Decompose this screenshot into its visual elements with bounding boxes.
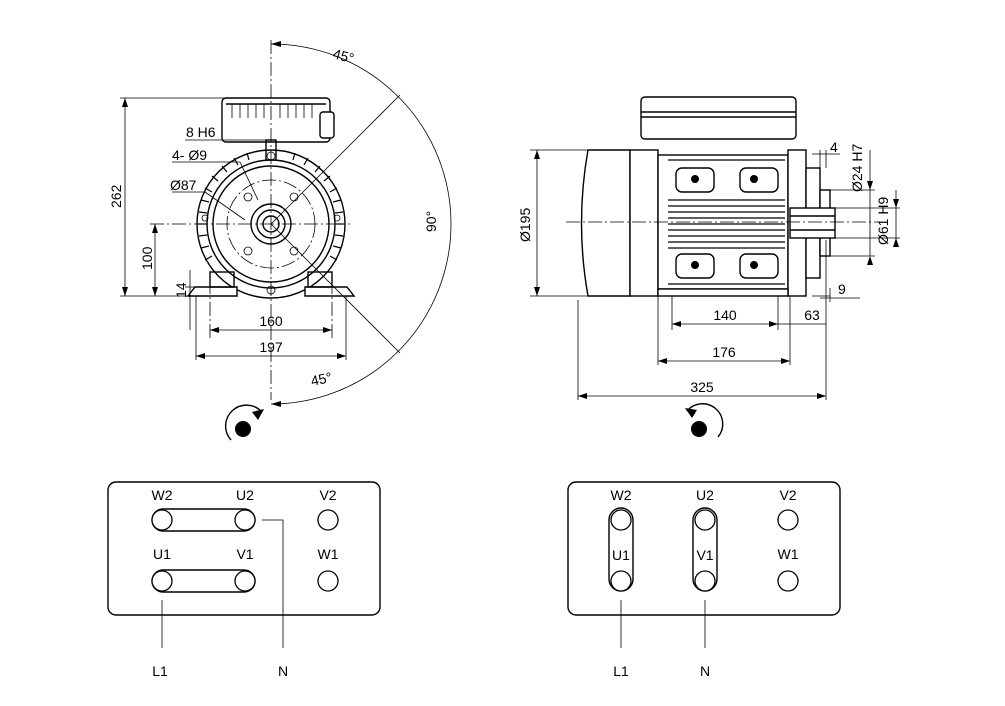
dim-height-total: 262 <box>108 184 124 208</box>
side-fins <box>668 159 785 285</box>
angle-arc <box>270 43 452 405</box>
angle-top: 45° <box>331 45 356 66</box>
label-n-right: N <box>700 663 710 679</box>
label-u2-right: U2 <box>696 487 714 503</box>
dim-foot: 14 <box>173 282 189 298</box>
label-w2-right: W2 <box>611 487 632 503</box>
foot-left <box>186 286 238 297</box>
dim-flange: Ø61 H9 <box>875 197 891 245</box>
terminal-board-right: W2 U2 V2 U1 V1 W1 L1 N <box>567 481 841 679</box>
label-w2: W2 <box>152 487 173 503</box>
label-v2: V2 <box>319 487 336 503</box>
label-l1: L1 <box>152 663 168 679</box>
rotation-ccw-icon <box>685 403 724 438</box>
side-view: Ø195 Ø24 H7 Ø61 H9 4 9 140 63 176 325 <box>517 96 900 400</box>
rotation-cw-icon <box>224 404 264 441</box>
label-v1-right: V1 <box>696 547 713 563</box>
label-n: N <box>278 663 288 679</box>
label-l1-right: L1 <box>613 663 629 679</box>
label-u1-right: U1 <box>612 547 630 563</box>
foot-side <box>657 288 789 297</box>
dim-diameter: Ø195 <box>517 208 533 242</box>
label-v2-right: V2 <box>779 487 796 503</box>
dim-176: 176 <box>712 344 736 360</box>
front-view: 262 100 14 8 H6 4- Ø9 Ø87 160 197 45° 90… <box>108 40 452 407</box>
terminal-box-side <box>640 96 797 140</box>
foot-right <box>304 286 356 297</box>
dim-9: 9 <box>838 281 846 297</box>
dim-spigot: Ø24 H7 <box>849 144 865 192</box>
label-v1: V1 <box>236 546 253 562</box>
dim-shaft-height: 100 <box>139 246 155 270</box>
angle-bottom: 45° <box>309 369 333 389</box>
dim-pcd: Ø87 <box>170 177 197 193</box>
dim-foot-width: 197 <box>259 339 283 355</box>
dim-foot-holes: 160 <box>259 313 283 329</box>
angle-right: 90° <box>423 211 439 232</box>
dim-63: 63 <box>804 307 820 323</box>
label-u1: U1 <box>153 546 171 562</box>
dim-4: 4 <box>830 139 838 155</box>
dim-325: 325 <box>690 379 714 395</box>
front-dimensions <box>120 97 347 360</box>
dim-140: 140 <box>713 307 737 323</box>
fan-cowl <box>580 149 631 297</box>
cable-gland <box>319 111 335 139</box>
side-bosses <box>675 167 779 279</box>
dim-key: 8 H6 <box>186 124 216 140</box>
terminal-board-left: W2 U2 V2 U1 V1 W1 L1 N <box>107 481 381 679</box>
dim-holes: 4- Ø9 <box>172 147 207 163</box>
label-w1-right: W1 <box>778 546 799 562</box>
side-dimensions <box>530 149 900 400</box>
label-u2: U2 <box>236 487 254 503</box>
shaft-side <box>789 207 836 239</box>
label-w1: W1 <box>318 546 339 562</box>
